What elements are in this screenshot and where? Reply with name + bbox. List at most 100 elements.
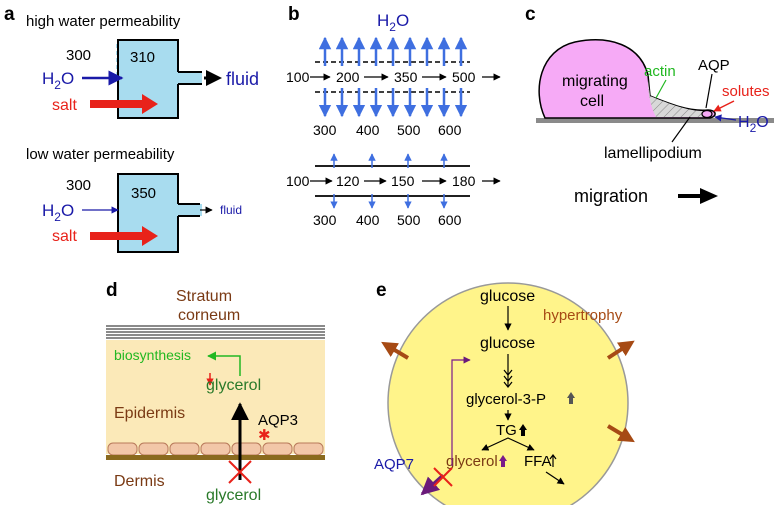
b-high-lumen-4: 500 [452, 69, 476, 85]
aqp7-label: AQP7 [374, 456, 414, 473]
glycolysis-arrow [503, 354, 513, 388]
aqp-pointer [705, 73, 713, 109]
ffa-label: FFA [524, 453, 552, 470]
b-low-interstitium-values: 300 400 500 600 [313, 212, 462, 228]
low-outside-osmolality: 300 [66, 177, 91, 194]
c-water-arrow [714, 114, 737, 122]
basal-cell [107, 442, 138, 456]
b-high-bottom-4: 600 [438, 122, 462, 138]
tg-label: TG [496, 422, 517, 439]
substrate-surface [536, 118, 774, 123]
b-low-lumen-2: 120 [336, 173, 360, 189]
b-low-lumen-values: 100 120 150 180 [286, 173, 476, 189]
basal-cell [138, 442, 169, 456]
low-salt-arrow [90, 226, 158, 246]
b-low-lumen-4: 180 [452, 173, 476, 189]
high-outlet-tube [176, 72, 202, 84]
c-water-label: H2O [738, 114, 769, 135]
hypertrophy-arrow-bottom [606, 424, 635, 443]
glucose-outside-label: glucose [480, 288, 535, 305]
high-salt-arrow [90, 94, 158, 114]
b-high-interstitium-values: 300 400 500 600 [313, 122, 462, 138]
corneum-label: corneum [178, 307, 240, 324]
basal-cell [169, 442, 200, 456]
panel-e: e hypertrophy glucose glucose glycerol-3… [374, 280, 635, 505]
basal-cell [200, 442, 231, 456]
b-water-label: H2O [377, 11, 409, 34]
adipocyte [387, 282, 629, 505]
b-low-bottom-2: 400 [356, 212, 380, 228]
b-high-lumen-1: 100 [286, 69, 310, 85]
b-low-bottom-3: 500 [397, 212, 421, 228]
solutes-label: solutes [722, 83, 770, 100]
glycerol-label: glycerol [446, 453, 498, 470]
aqp3-blocked-icon: ✱ [258, 427, 271, 444]
hypertrophy-label: hypertrophy [543, 307, 623, 324]
panel-c: c migrating cell actin AQP solutes H2O l… [525, 4, 774, 206]
glycerol-dermis-label: glycerol [206, 487, 261, 504]
cell-label-2: cell [580, 93, 604, 110]
solutes-arrow [713, 100, 735, 112]
b-high-lumen-3: 350 [394, 69, 418, 85]
panel-c-label: c [525, 4, 536, 25]
high-fluid-arrow [206, 70, 222, 86]
b-high-bottom-3: 500 [397, 122, 421, 138]
aqp7-block-cross [433, 467, 453, 487]
biosynthesis-arrow [207, 351, 241, 376]
basement-membrane [106, 455, 325, 460]
stratum-corneum-layers [106, 325, 325, 339]
dermis-label: Dermis [114, 473, 165, 490]
stratum-label: Stratum [176, 288, 232, 305]
migrating-cell-body [538, 39, 716, 119]
panel-a-label: a [4, 4, 15, 25]
high-inside-osmolality: 310 [130, 49, 155, 66]
g3p-increase-icon [567, 392, 575, 404]
basal-cell-row [107, 442, 324, 456]
panel-b: b H2O 100 200 350 500 300 400 500 600 10… [286, 4, 501, 228]
low-outlet-tube [176, 204, 202, 216]
migration-label: migration [574, 186, 648, 206]
actin-meshwork [648, 80, 706, 117]
cell-label-1: migrating [562, 73, 628, 90]
b-low-bottom-1: 300 [313, 212, 337, 228]
b-low-lumen-1: 100 [286, 173, 310, 189]
low-permeability-title: low water permeability [26, 146, 175, 163]
glycerol-epidermis-label: glycerol [206, 377, 261, 394]
tg-increase-icon [519, 424, 527, 436]
panel-b-label: b [288, 4, 300, 25]
epidermis-label: Epidermis [114, 405, 185, 422]
actin-label: actin [644, 63, 676, 80]
basal-cell [293, 442, 324, 456]
lamellipodium-label: lamellipodium [604, 145, 702, 162]
b-high-bottom-1: 300 [313, 122, 337, 138]
aqp3-label: AQP3 [258, 412, 298, 429]
aqp7-efflux-arrow [420, 473, 445, 496]
hypertrophy-arrow-left [381, 341, 410, 360]
aqp-channel [701, 109, 713, 119]
glycerol-recycle-arrow [451, 356, 471, 466]
low-salt-label: salt [52, 228, 77, 245]
b-low-water-arrows [330, 153, 448, 209]
actin-pointer [655, 79, 667, 99]
panel-a: a high water permeability 310 300 H2O sa… [4, 4, 259, 253]
basal-cell [262, 442, 293, 456]
lamellipodium-pointer [671, 116, 691, 143]
migration-arrow [700, 188, 718, 204]
panel-e-label: e [376, 280, 387, 301]
basal-cell [231, 442, 262, 456]
g3p-label: glycerol-3-P [466, 391, 546, 408]
panel-d: d Stratum corneum biosynthesis glycerol … [106, 280, 325, 504]
high-water-label: H2O [42, 69, 74, 92]
ffa-release-arrow [545, 471, 565, 485]
low-fluid-label: fluid [220, 203, 242, 217]
glucose-inside-label: glucose [480, 335, 535, 352]
high-fluid-label: fluid [226, 69, 259, 89]
b-high-lumen-values: 100 200 350 500 [286, 69, 476, 85]
b-low-bottom-4: 600 [438, 212, 462, 228]
hypertrophy-arrow-right [606, 340, 635, 360]
low-inside-osmolality: 350 [131, 185, 156, 202]
biosynthesis-label: biosynthesis [114, 347, 191, 363]
dermis-block-cross [228, 460, 252, 484]
high-outside-osmolality: 300 [66, 47, 91, 64]
